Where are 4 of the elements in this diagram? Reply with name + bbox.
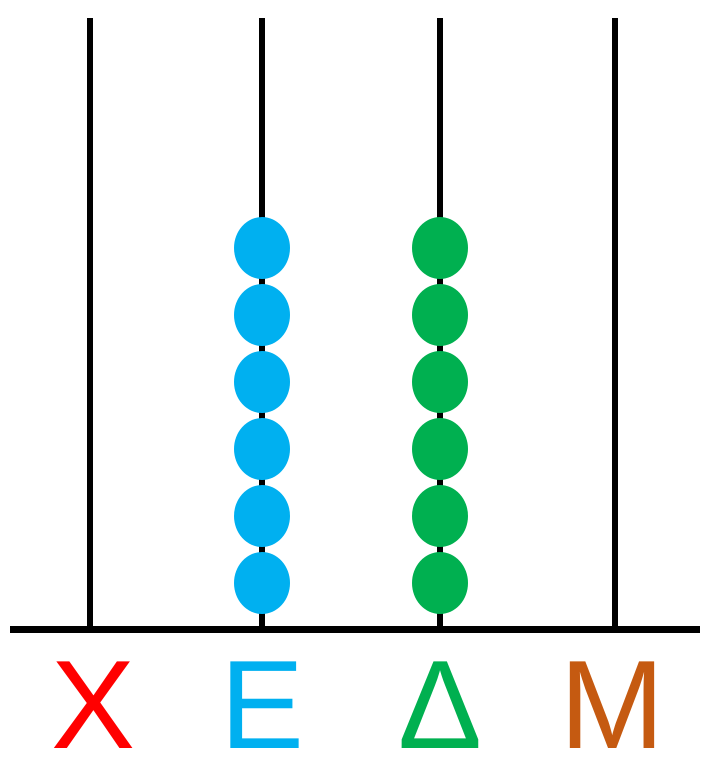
column-label: Δ <box>398 642 482 768</box>
column-label: Χ <box>50 642 136 768</box>
column-label: Ε <box>220 642 304 768</box>
column-label: Μ <box>560 642 664 768</box>
